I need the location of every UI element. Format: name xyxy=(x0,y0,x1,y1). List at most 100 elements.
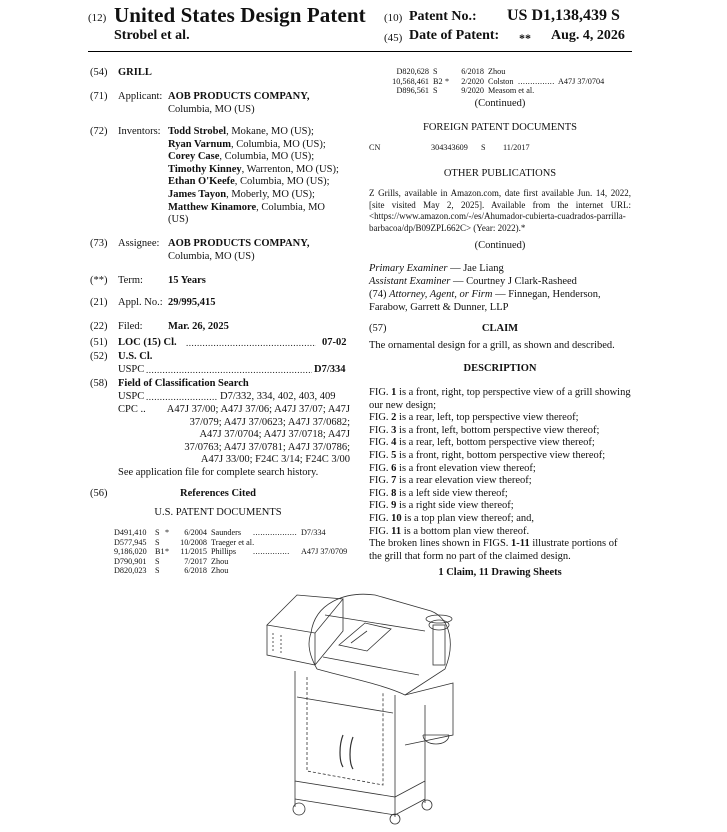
title-code: (54) xyxy=(90,67,108,78)
table-row: D577,945 S 10/2008 Traeger et al. xyxy=(114,538,347,548)
ref-star xyxy=(445,67,455,77)
table-row: D820,628 S 6/2018 Zhou xyxy=(389,67,604,77)
field-label: Field of Classification Search xyxy=(118,378,249,389)
inventors-code: (72) xyxy=(90,126,108,137)
applicant-label: Applicant: xyxy=(118,91,163,102)
cpc-line: A47J 33/00; F24C 3/14; F24C 3/00 xyxy=(200,454,350,466)
barrel xyxy=(310,593,451,696)
cpc-line: 37/0763; A47J 37/0781; A47J 37/0786; xyxy=(184,441,350,453)
appl-code: (21) xyxy=(90,297,108,308)
table-row: 10,568,461 B2 * 2/2020 Colston .........… xyxy=(389,77,604,87)
ref-name: Zhou xyxy=(211,556,229,566)
date-marker: ** xyxy=(519,31,531,45)
field-code: (58) xyxy=(90,378,108,389)
uscl-label: U.S. Cl. xyxy=(118,351,153,362)
assignee-location: Columbia, MO (US) xyxy=(168,250,255,262)
appl-number: 29/995,415 xyxy=(168,297,216,308)
ref-star xyxy=(165,566,177,576)
ref-date: 6/2004 xyxy=(184,528,207,537)
table-row: 9,186,020 B1 * 11/2015 Phillips ........… xyxy=(114,547,348,557)
assignee-code: (73) xyxy=(90,238,108,249)
leader-dots: .................................. xyxy=(146,392,218,402)
term-label: Term: xyxy=(118,275,143,286)
fig-desc: FIG. 2 is a rear, left, top perspective … xyxy=(369,412,579,424)
fig-desc: FIG. 4 is a rear, left, bottom perspecti… xyxy=(369,437,595,449)
ref-number: 10,568,461 xyxy=(392,76,429,86)
primary-examiner-name: — Jae Liang xyxy=(450,263,504,274)
ref-kind: S xyxy=(155,566,160,576)
foreign-number: 304343609 xyxy=(431,143,468,152)
ref-star xyxy=(445,86,455,96)
claim-code: (57) xyxy=(369,323,387,334)
ref-number: D896,561 xyxy=(396,86,429,96)
ref-star: * xyxy=(165,528,170,537)
date-label: Date of Patent: xyxy=(409,28,500,43)
inventors-list: Todd Strobel, Mokane, MO (US); Ryan Varn… xyxy=(168,126,350,227)
claim-text: The ornamental design for a grill, as sh… xyxy=(369,340,615,351)
attorney-code: (74) xyxy=(369,289,387,300)
grill-drawing-icon xyxy=(266,593,454,825)
ref-star: * xyxy=(165,547,170,557)
grease-bucket xyxy=(422,734,450,745)
fig-desc: FIG. 5 is a front, right, bottom perspec… xyxy=(369,449,606,461)
loc-label: LOC (15) Cl. xyxy=(118,337,177,348)
foreign-date: 11/2017 xyxy=(503,143,530,152)
ref-kind: S xyxy=(155,556,160,566)
wheel-icon xyxy=(292,802,306,816)
ref-date: 6/2018 xyxy=(184,566,207,576)
attorney: (74) Attorney, Agent, or Firm — Finnegan… xyxy=(369,289,631,314)
assistant-examiner-name: — Courtney J Clark-Rasheed xyxy=(453,276,577,287)
primary-examiner: Primary Examiner — Jae Liang xyxy=(369,263,631,276)
code-45: (45) xyxy=(384,32,403,44)
ref-date: 2/2020 xyxy=(461,76,484,86)
patent-no-label: Patent No.: xyxy=(409,9,477,24)
foreign-kind: S xyxy=(481,143,486,152)
other-publications-text: Z Grills, available in Amazon.com, date … xyxy=(369,188,631,233)
header-rule xyxy=(88,51,632,52)
us-patent-documents-table: D491,410 S * 6/2004 Saunders ...........… xyxy=(114,528,347,576)
ref-kind: B1 xyxy=(155,547,165,557)
field-uspc-label: USPC xyxy=(118,391,145,402)
inventors-short: Strobel et al. xyxy=(114,28,190,43)
inventor: Todd Strobel, Mokane, MO (US); xyxy=(168,126,314,137)
ref-number: D820,628 xyxy=(396,67,429,76)
applicant-name: AOB PRODUCTS COMPANY, xyxy=(168,91,310,102)
assignee-name: AOB PRODUCTS COMPANY, xyxy=(168,238,310,249)
fig-desc: FIG. 11 is a bottom plan view thereof. xyxy=(369,525,530,537)
ref-star xyxy=(165,538,177,548)
fig-desc: FIG. 6 is a front elevation view thereof… xyxy=(369,462,536,474)
claim-heading: CLAIM xyxy=(481,323,519,334)
filed-date: Mar. 26, 2025 xyxy=(168,321,229,332)
table-row: D491,410 S * 6/2004 Saunders ...........… xyxy=(114,528,347,538)
barrel-handle xyxy=(338,622,392,652)
ref-number: 9,186,020 xyxy=(114,547,147,557)
field-uspc-value: D7/332, 334, 402, 403, 409 xyxy=(220,391,336,402)
ref-class: A47J 37/0704 xyxy=(558,76,605,86)
chimney xyxy=(432,624,446,666)
cpc-label: CPC .. xyxy=(118,404,146,415)
patent-date: Aug. 4, 2026 xyxy=(551,28,625,43)
ref-date: 9/2020 xyxy=(461,86,484,96)
see-application-file: See application file for complete search… xyxy=(118,467,319,478)
primary-examiner-label: Primary Examiner xyxy=(369,263,448,274)
code-10: (10) xyxy=(384,12,403,24)
wheel-icon xyxy=(421,799,433,811)
inventor: Corey Case, Columbia, MO (US); xyxy=(168,151,315,163)
loc-value: 07-02 xyxy=(322,337,347,348)
uspc-label: USPC xyxy=(118,364,145,375)
other-publications-heading: OTHER PUBLICATIONS xyxy=(443,168,557,179)
filed-label: Filed: xyxy=(118,321,143,332)
ref-name: Phillips xyxy=(211,547,237,557)
inventor: James Tayon, Moberly, MO (US); xyxy=(168,188,315,200)
ref-name: Traeger et al. xyxy=(211,537,255,547)
broken-lines-note: The broken lines shown in FIGS. 1-11 ill… xyxy=(369,538,618,562)
ref-name: Measom et al. xyxy=(488,86,535,96)
fig-desc: FIG. 8 is a left side view thereof; xyxy=(369,487,508,499)
cabinet xyxy=(294,671,396,798)
cpc-line: 37/079; A47J 37/0623; A47J 37/0682; xyxy=(189,416,350,428)
inventor: Matthew Kinamore, Columbia, MO xyxy=(168,201,326,213)
cpc-values: A47J 37/00; A47J 37/06; A47J 37/07; A47J… xyxy=(148,404,350,467)
inventors-label: Inventors: xyxy=(118,126,161,137)
ref-date: 10/2008 xyxy=(180,537,207,547)
assistant-examiner: Assistant Examiner — Courtney J Clark-Ra… xyxy=(369,276,631,289)
